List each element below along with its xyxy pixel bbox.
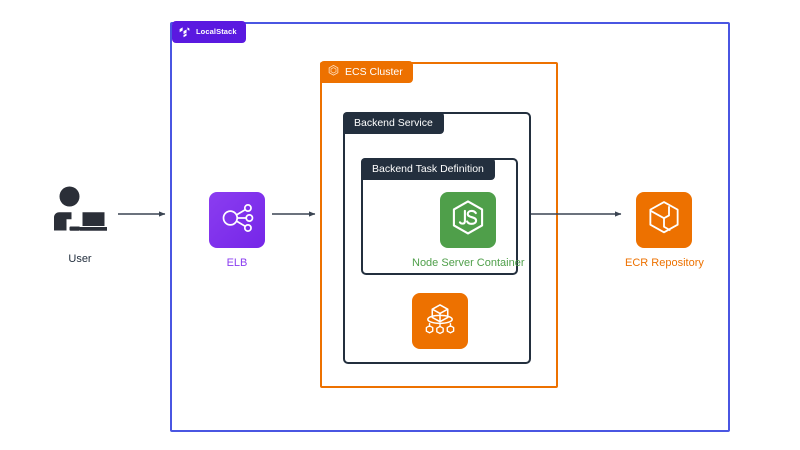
- node-user-label: User: [68, 253, 92, 265]
- ecs-task-tile: [412, 293, 468, 349]
- node-ecs-task: [412, 293, 468, 349]
- aws-ecs-task-cube-icon: [420, 299, 460, 344]
- node-server-tile: [440, 192, 497, 248]
- ecr-cube-icon: [644, 198, 684, 243]
- ecr-tile: [636, 192, 693, 248]
- node-elb-label: ELB: [226, 257, 248, 269]
- nodejs-js-hexagon-icon: [448, 198, 488, 243]
- badge-ecs-cluster: ECS Cluster: [320, 61, 413, 83]
- localstack-logo-icon: [178, 25, 191, 40]
- container-localstack: [170, 22, 730, 432]
- badge-backend-task-definition: Backend Task Definition: [361, 158, 495, 180]
- badge-backend-service: Backend Service: [343, 112, 444, 134]
- badge-ecs-cluster-label: ECS Cluster: [345, 65, 403, 78]
- badge-localstack: LocalStack: [172, 21, 246, 43]
- node-user: User: [51, 185, 109, 265]
- hexagon-cluster-icon: [327, 64, 340, 80]
- user-laptop-icon: [51, 185, 109, 242]
- node-ecr-repository: ECR Repository: [625, 192, 704, 269]
- node-node-server-container: Node Server Container: [412, 192, 525, 269]
- node-server-container-label: Node Server Container: [412, 257, 525, 269]
- elb-tile: [209, 192, 265, 248]
- node-elb: ELB: [209, 192, 265, 269]
- badge-localstack-label: LocalStack: [196, 27, 237, 37]
- load-balancer-icon: [218, 199, 256, 242]
- container-ecs-cluster: [320, 62, 558, 388]
- badge-backend-task-definition-label: Backend Task Definition: [372, 162, 484, 175]
- node-ecr-repository-label: ECR Repository: [625, 257, 704, 269]
- badge-backend-service-label: Backend Service: [354, 116, 433, 129]
